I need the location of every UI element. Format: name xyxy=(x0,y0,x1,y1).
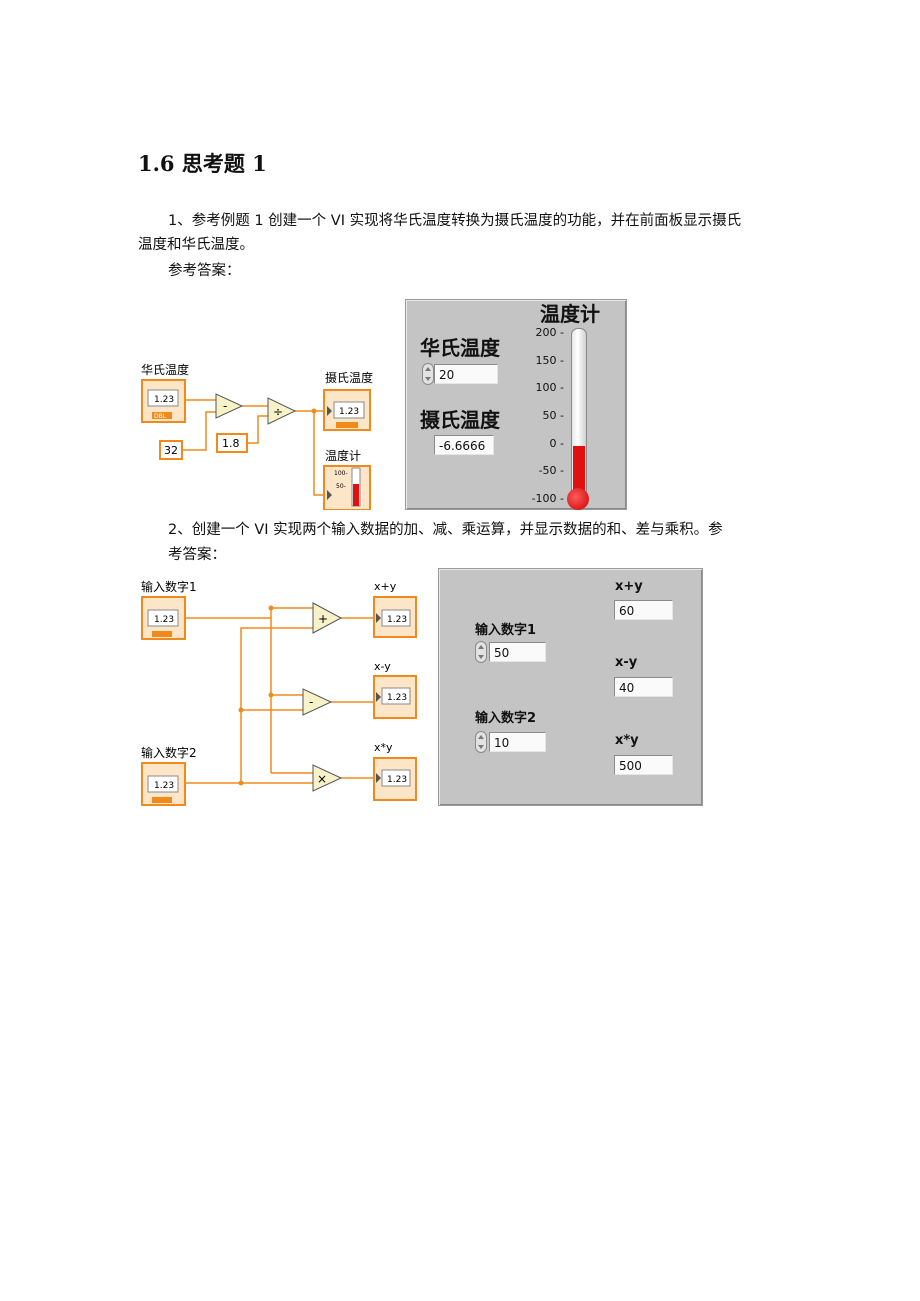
sum-indicator-terminal: 1.23 xyxy=(373,596,417,638)
q2-text-line2: 考答案： xyxy=(168,547,226,563)
thermometer-fill xyxy=(573,446,585,499)
thermo-tick-100: 100- xyxy=(334,470,348,477)
block-label-sum: x+y xyxy=(374,580,397,593)
q1-block-diagram: 华氏温度 1.23 DBL 32 1.8 - ÷ 摄氏温度 1.23 温度计 1 xyxy=(141,362,373,510)
panel-label-prod: x*y xyxy=(615,733,639,748)
multiply-node xyxy=(312,764,343,792)
in2-control-terminal: 1.23 xyxy=(141,762,186,806)
add-node xyxy=(312,602,343,634)
block-label-diff: x-y xyxy=(374,660,391,673)
svg-text:-: - xyxy=(309,695,313,709)
thermo-tick-50: 50- xyxy=(336,483,346,490)
q2-block-diagram: 输入数字1 输入数字2 1.23 1.23 + - × x+y x-y x*y xyxy=(141,579,417,806)
svg-text:×: × xyxy=(317,772,327,786)
ctrl-text-1: 1.23 xyxy=(154,395,174,405)
sum-output: 60 xyxy=(614,600,673,620)
const-18: 1.8 xyxy=(222,437,240,450)
svg-text:1.23: 1.23 xyxy=(387,775,407,785)
q1-text-line1: 1、参考例题 1 创建一个 VI 实现将华氏温度转换为摄氏温度的功能，并在前面板… xyxy=(168,213,742,229)
block-label-in2: 输入数字2 xyxy=(141,745,197,760)
q2-text-line1: 2、创建一个 VI 实现两个输入数据的加、减、乘运算，并显示数据的和、差与乘积。… xyxy=(168,522,723,538)
div-glyph: ÷ xyxy=(273,405,283,419)
ctrl-text-2: 1.23 xyxy=(339,407,359,417)
in2-spinner[interactable] xyxy=(475,731,487,753)
in2-input[interactable]: 10 xyxy=(489,732,546,752)
svg-text:1.23: 1.23 xyxy=(154,781,174,791)
scale-tick-3: 50 - xyxy=(542,409,564,422)
scale-tick-0: 200 - xyxy=(535,326,564,339)
panel-label-in1: 输入数字1 xyxy=(475,623,537,638)
fahrenheit-control-terminal: 1.23 DBL xyxy=(141,379,186,423)
subtract-node xyxy=(215,393,244,419)
svg-text:1.23: 1.23 xyxy=(387,693,407,703)
q2-front-panel: 输入数字1 50 输入数字2 10 x+y 60 x-y 40 x*y 500 xyxy=(438,568,703,806)
dbl-text-1: DBL xyxy=(154,413,167,420)
const-32: 32 xyxy=(164,444,178,457)
prod-indicator-terminal: 1.23 xyxy=(373,757,417,801)
scale-tick-6: -100 - xyxy=(531,492,564,505)
section-heading: 1.6 思考题 1 xyxy=(138,151,267,176)
scale-tick-4: 0 - xyxy=(549,436,564,450)
diff-output: 40 xyxy=(614,677,673,697)
subtract-node-2 xyxy=(302,688,333,716)
in1-control-terminal: 1.23 xyxy=(141,596,186,640)
sub-glyph: - xyxy=(223,399,227,413)
block-label-thermo: 温度计 xyxy=(325,448,361,463)
in1-input[interactable]: 50 xyxy=(489,642,546,662)
block-label-fahrenheit: 华氏温度 xyxy=(141,362,189,377)
scale-tick-2: 100 - xyxy=(535,381,564,395)
fahrenheit-input[interactable]: 20 xyxy=(434,364,498,384)
svg-text:+: + xyxy=(318,612,328,626)
q1-text-line2: 温度和华氏温度。 xyxy=(138,237,254,253)
panel-label-sum: x+y xyxy=(615,579,643,594)
divide-node xyxy=(267,397,297,425)
thermometer-tube xyxy=(571,328,587,500)
svg-text:1.23: 1.23 xyxy=(154,615,174,625)
fahrenheit-spinner[interactable] xyxy=(422,363,434,385)
block-label-prod: x*y xyxy=(374,741,393,754)
thermometer-bulb xyxy=(567,488,589,510)
diff-indicator-terminal: 1.23 xyxy=(373,675,417,719)
svg-text:1.23: 1.23 xyxy=(387,615,407,625)
prod-output: 500 xyxy=(614,755,673,775)
thermometer-title: 温度计 xyxy=(540,302,600,326)
scale-tick-5: -50 - xyxy=(538,464,564,478)
q1-front-panel: 华氏温度 20 摄氏温度 -6.6666 温度计 200 - 150 - 100 -… xyxy=(405,299,627,510)
panel-label-in2: 输入数字2 xyxy=(475,711,537,726)
scale-tick-1: 150 - xyxy=(535,353,564,367)
panel-label-celsius: 摄氏温度 xyxy=(420,408,500,432)
panel-label-fahrenheit: 华氏温度 xyxy=(420,336,500,360)
in1-spinner[interactable] xyxy=(475,641,487,663)
panel-label-diff: x-y xyxy=(615,655,638,670)
q1-answer-label: 参考答案： xyxy=(168,263,241,279)
celsius-indicator-terminal: 1.23 xyxy=(323,389,371,431)
celsius-output: -6.6666 xyxy=(434,435,494,455)
block-label-celsius: 摄氏温度 xyxy=(325,370,373,385)
thermometer-indicator-terminal: 100- 50- xyxy=(323,465,371,510)
block-label-in1: 输入数字1 xyxy=(141,579,197,594)
